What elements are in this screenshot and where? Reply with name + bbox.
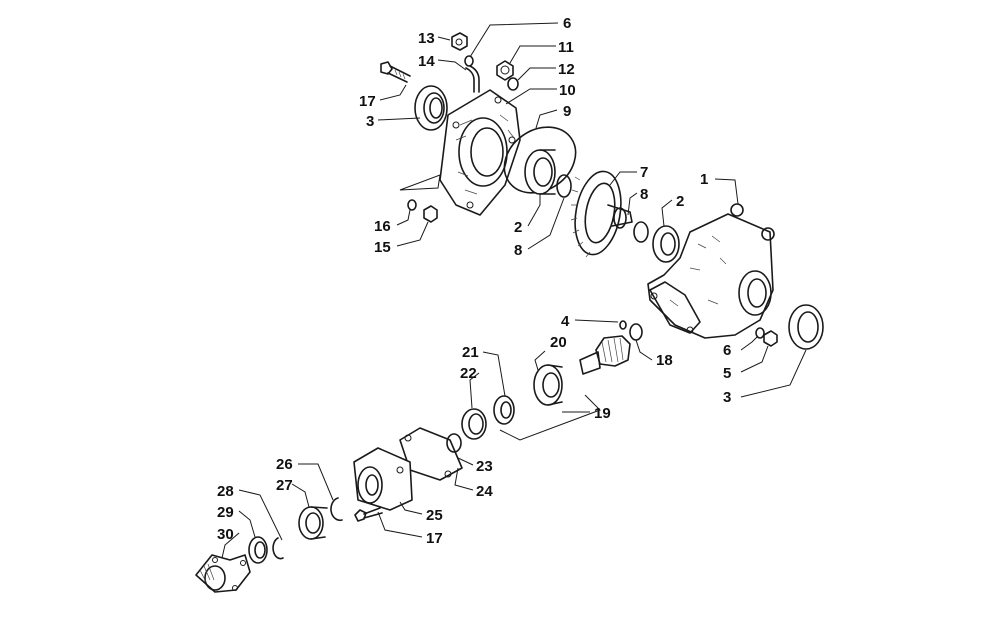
part-1-housing: [647, 203, 775, 339]
callout-6-top: 6: [563, 15, 571, 32]
part-11-plug: [496, 60, 514, 81]
callout-7: 7: [640, 164, 648, 181]
part-2-bearing-right: [652, 225, 680, 263]
part-28-snap-ring: [272, 537, 284, 560]
part-30-output-flange: [195, 554, 251, 593]
part-6-washer-top: [464, 55, 474, 67]
callout-27: 27: [276, 477, 293, 494]
part-26-snap-ring: [330, 497, 343, 522]
part-4-pin: [619, 320, 627, 330]
part-15-bolt: [423, 205, 438, 223]
part-22-race: [461, 408, 487, 440]
callout-13: 13: [418, 30, 435, 47]
part-21-bearing: [493, 395, 515, 425]
callout-20: 20: [550, 334, 567, 351]
callout-8-left: 8: [514, 242, 522, 259]
callout-26: 26: [276, 456, 293, 473]
callout-25: 25: [426, 507, 443, 524]
callout-2-left: 2: [514, 219, 522, 236]
callout-3-top: 3: [366, 113, 374, 130]
callout-4: 4: [561, 313, 570, 330]
leader-lines: [221, 22, 807, 559]
callout-labels: 13 6 14 11 12 17 10 3 9 7 1 8 2 16 15 2 …: [217, 15, 731, 547]
callout-11: 11: [558, 39, 574, 56]
callout-1: 1: [700, 171, 708, 188]
callout-17-lower: 17: [426, 530, 443, 547]
part-12-o-ring: [507, 77, 519, 91]
part-20-bearing: [533, 364, 563, 406]
part-23-ring: [446, 433, 462, 453]
callout-15: 15: [374, 239, 391, 256]
callout-17-top: 17: [359, 93, 376, 110]
part-16-washer: [407, 199, 417, 211]
part-2-bearing-left: [524, 149, 556, 195]
callout-12: 12: [558, 61, 575, 78]
callout-30: 30: [217, 526, 234, 543]
callout-8-right: 8: [640, 186, 648, 203]
callout-2-right: 2: [676, 193, 684, 210]
part-8-ring-right: [633, 221, 649, 243]
part-18-pinion-gear: [579, 323, 643, 375]
callout-6-right: 6: [723, 342, 731, 359]
part-5-bolt: [763, 330, 778, 347]
callout-28: 28: [217, 483, 234, 500]
callout-14: 14: [418, 53, 435, 70]
callout-5: 5: [723, 365, 731, 382]
part-25-bearing-housing: [353, 447, 413, 511]
part-6-washer-right: [755, 327, 765, 339]
callout-23: 23: [476, 458, 493, 475]
part-17-bolt-top: [380, 61, 411, 83]
part-13-bolt: [451, 32, 468, 51]
part-14-vent-tube: [465, 65, 480, 93]
part-3-seal-top: [414, 85, 448, 131]
callout-16: 16: [374, 218, 391, 235]
part-17-bolt-lower: [354, 507, 383, 522]
part-10-cover: [439, 89, 521, 216]
callout-29: 29: [217, 504, 234, 521]
callout-21: 21: [462, 344, 479, 361]
part-27-bearing: [298, 506, 328, 540]
callout-22: 22: [460, 365, 477, 382]
callout-24: 24: [476, 483, 493, 500]
part-8-ring-left: [556, 174, 572, 198]
callout-19: 19: [594, 405, 611, 422]
part-3-seal-right: [788, 304, 824, 350]
callout-9: 9: [563, 103, 571, 120]
part-7-ring-gear: [570, 170, 633, 258]
callout-18: 18: [656, 352, 673, 369]
callout-3-right: 3: [723, 389, 731, 406]
part-29-seal: [248, 536, 268, 564]
callout-10: 10: [559, 82, 576, 99]
